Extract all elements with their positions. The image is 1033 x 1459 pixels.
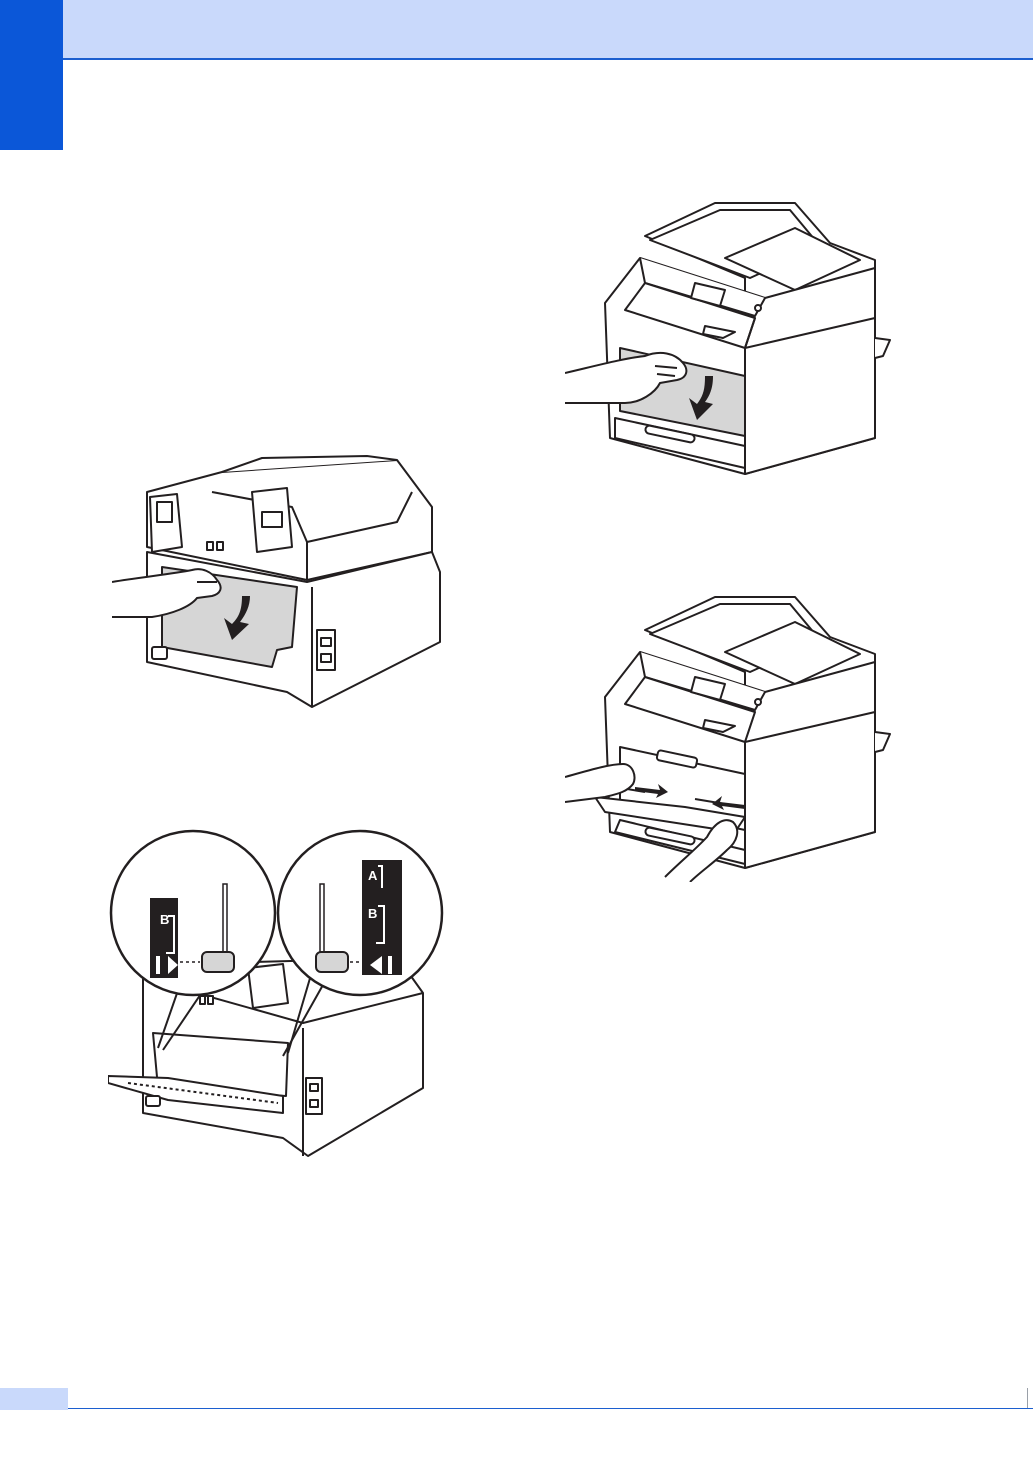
header-band xyxy=(63,0,1033,60)
chapter-tab xyxy=(0,0,63,150)
footer-tick-mark xyxy=(1027,1388,1028,1408)
callout-right-label-a: A xyxy=(368,868,378,883)
printer-back-open-cover-illustration xyxy=(112,452,442,712)
callout-right-label-b: B xyxy=(368,906,377,921)
callout-left-label-b: B xyxy=(160,912,169,927)
printer-front-open-cover-illustration xyxy=(565,198,895,478)
printer-back-fuser-levers-illustration: B A B xyxy=(108,828,444,1160)
footer-rule xyxy=(68,1408,1033,1409)
printer-front-manual-feed-illustration xyxy=(565,592,895,882)
footer-page-tab xyxy=(0,1388,68,1410)
